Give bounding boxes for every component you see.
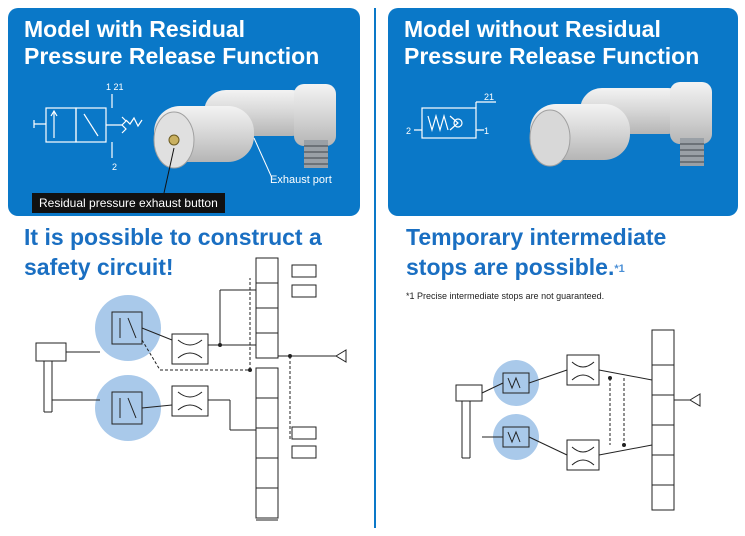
- right-heading: Temporary intermediate stops are possibl…: [406, 224, 667, 280]
- exhaust-button-label: Residual pressure exhaust button: [32, 193, 225, 213]
- panel-title-without-release: Model without Residual Pressure Release …: [404, 16, 700, 69]
- intermediate-stop-circuit-diagram: [455, 329, 701, 511]
- port-label-right: 1: [484, 126, 489, 136]
- safety-circuit-diagram: [35, 257, 347, 521]
- valve-symbol-without-release: 21 2 1: [406, 92, 496, 139]
- footnote-mark: *1: [614, 263, 625, 275]
- panel-title-with-release: Model with Residual Pressure Release Fun…: [24, 16, 320, 69]
- panel-without-release: Model without Residual Pressure Release …: [388, 8, 738, 216]
- panel-with-release: Model with Residual Pressure Release Fun…: [8, 8, 360, 216]
- column-divider: [374, 8, 376, 528]
- port-label-left: 2: [406, 126, 411, 136]
- port-label-top: 21: [484, 92, 494, 102]
- port-label-bottom: 2: [112, 162, 117, 172]
- port-label-top: 1 21: [106, 82, 124, 92]
- fitting-illustration-left: [153, 84, 336, 194]
- footnote-text: *1 Precise intermediate stops are not gu…: [406, 291, 605, 301]
- fitting-illustration-right: [529, 82, 712, 167]
- exhaust-port-label: Exhaust port: [270, 174, 332, 186]
- valve-symbol-with-release: 1 21 2: [33, 82, 143, 172]
- left-heading: It is possible to construct a safety cir…: [24, 224, 322, 280]
